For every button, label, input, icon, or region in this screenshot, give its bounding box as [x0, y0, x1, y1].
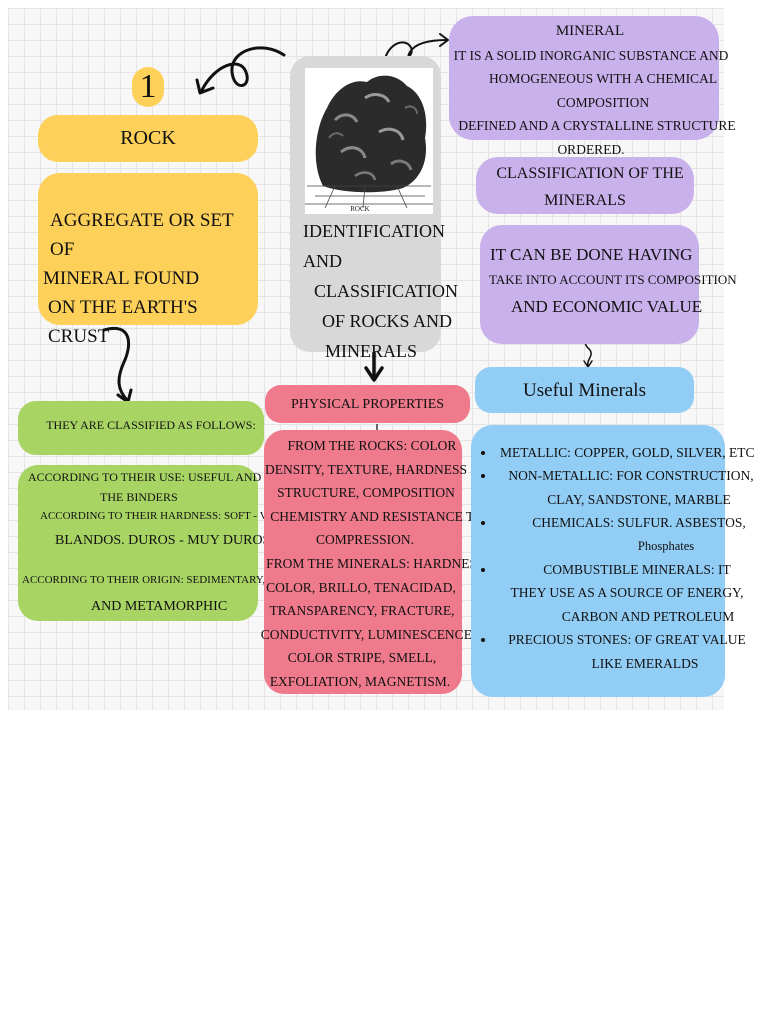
number-badge-text: 1 [139, 68, 157, 105]
arrow-center-to-mineral [383, 33, 449, 67]
useful-mineral-item: COMBUSTIBLE MINERALS: IT THEY USE AS A S… [496, 558, 754, 628]
arrow-center-to-physical [364, 348, 384, 382]
mineral-definition-text: MINERAL IT IS A SOLID INORGANIC SUBSTANC… [448, 20, 758, 161]
center-title-line: IDENTIFICATION AND [303, 221, 445, 271]
rock-class-line: ACCORDING TO THEIR USE: USEFUL AND STERI… [28, 470, 313, 484]
physical-line: EXFOLIATION, MAGNETISM. [269, 673, 451, 689]
physical-line: COLOR STRIPE, SMELL, [287, 650, 437, 666]
center-title-line: CLASSIFICATION [314, 281, 459, 301]
useful-minerals-box [471, 425, 725, 697]
rock-title: ROCK [120, 127, 176, 149]
mineral-classification-title-line: MINERALS [544, 192, 626, 209]
rock-image-caption: ROCK [350, 205, 370, 213]
physical-line: FROM THE MINERALS: HARDNESS, [266, 555, 488, 571]
useful-mineral-line: LIKE EMERALDS [591, 655, 699, 671]
physical-line: CHEMISTRY AND RESISTANCE TO [270, 508, 484, 524]
useful-mineral-line: PRECIOUS STONES: OF GREAT VALUE [508, 632, 746, 648]
physical-line: FROM THE ROCKS: COLOR [287, 438, 457, 453]
mineral-title: MINERAL [555, 23, 625, 39]
useful-mineral-line: CARBON AND PETROLEUM [561, 608, 735, 624]
mineral-definition-line: ORDERED. [557, 141, 625, 157]
useful-mineral-line: THEY USE AS A SOURCE OF ENERGY, [510, 585, 744, 601]
useful-mineral-line: METALLIC: COPPER, GOLD, SILVER, ETC [500, 445, 755, 460]
mineral-classification-text: IT CAN BE DONE HAVING TAKE INTO ACCOUNT … [486, 242, 746, 322]
rock-classified-header-text: THEY ARE CLASSIFIED AS FOLLOWS: [46, 418, 256, 432]
rock-definition-line: ON THE EARTH'S CRUST [48, 297, 198, 347]
center-title-line: OF ROCKS AND [322, 311, 453, 331]
physical-line: CONDUCTIVITY, LUMINESCENCE, [260, 626, 476, 642]
mineral-definition-line: DEFINED AND A CRYSTALLINE STRUCTURE [458, 118, 736, 133]
rock-class-line: THE BINDERS [100, 490, 178, 504]
useful-minerals-title-box: Useful Minerals [475, 367, 694, 413]
rock-definition-line: AGGREGATE OR SET OF [50, 210, 234, 260]
mineral-classification-line: AND ECONOMIC VALUE [511, 297, 703, 316]
center-title-line: MINERALS [325, 341, 418, 361]
mineral-classification-title-box: CLASSIFICATION OF THE MINERALS [476, 157, 694, 214]
useful-mineral-item: METALLIC: COPPER, GOLD, SILVER, ETC [496, 441, 755, 464]
mineral-classification-line: IT CAN BE DONE HAVING [490, 245, 693, 264]
arrow-center-to-rock [195, 46, 286, 95]
rock-illustration [305, 75, 433, 209]
mineral-classification-box [480, 225, 699, 344]
mineral-definition-line: IT IS A SOLID INORGANIC SUBSTANCE AND [453, 47, 729, 63]
physical-line: DENSITY, TEXTURE, HARDNESS [264, 461, 467, 477]
physical-properties-text: FROM THE ROCKS: COLOR DENSITY, TEXTURE, … [261, 434, 492, 694]
useful-minerals-items: METALLIC: COPPER, GOLD, SILVER, ETC NON-… [468, 441, 755, 675]
useful-minerals-list: METALLIC: COPPER, GOLD, SILVER, ETC NON-… [468, 441, 755, 675]
useful-mineral-line: NON-METALLIC: FOR CONSTRUCTION, [508, 468, 754, 484]
physical-line: COMPRESSION. [316, 532, 414, 548]
center-topic-title: IDENTIFICATION AND CLASSIFICATION OF ROC… [298, 216, 478, 366]
useful-mineral-item: PRECIOUS STONES: OF GREAT VALUE LIKE EME… [496, 628, 754, 675]
physical-properties-box [264, 430, 462, 694]
rock-title-box: ROCK [38, 115, 258, 162]
rock-class-line: ACCORDING TO THEIR ORIGIN: SEDIMENTARY, … [22, 574, 317, 586]
useful-mineral-line: Phosphates [637, 538, 695, 553]
number-badge: 1 [132, 67, 164, 107]
rock-classification-box [18, 465, 258, 621]
physical-line: STRUCTURE, COMPOSITION [277, 485, 455, 501]
physical-line: TRANSPARENCY, FRACTURE, [269, 603, 455, 619]
mineral-classification-line: TAKE INTO ACCOUNT ITS COMPOSITION [489, 272, 737, 287]
rock-class-line: BLANDOS. DUROS - MUY DUROS [55, 533, 271, 548]
mineral-definition-box [449, 16, 719, 140]
rock-class-line: AND METAMORPHIC [91, 599, 228, 614]
mineral-classification-title-line: CLASSIFICATION OF THE [496, 165, 684, 182]
useful-mineral-item: CHEMICALS: SULFUR. ASBESTOS, Phosphates [496, 511, 754, 558]
useful-mineral-item: NON-METALLIC: FOR CONSTRUCTION, CLAY, SA… [496, 464, 754, 511]
rock-image: ROCK [305, 68, 433, 214]
physical-properties-title-box: PHYSICAL PROPERTIES [265, 385, 470, 423]
physical-properties-title: PHYSICAL PROPERTIES [290, 397, 445, 412]
rock-classified-header: THEY ARE CLASSIFIED AS FOLLOWS: [18, 401, 264, 455]
physical-line: COLOR, BRILLO, TENACIDAD, [266, 579, 456, 595]
useful-mineral-line: COMBUSTIBLE MINERALS: IT [543, 562, 731, 578]
rock-class-line: ACCORDING TO THEIR HARDNESS: SOFT - VERY [40, 510, 289, 522]
useful-minerals-title: Useful Minerals [523, 380, 646, 401]
useful-mineral-line: CLAY, SANDSTONE, MARBLE [547, 491, 731, 507]
rock-definition-line: MINERAL FOUND [43, 268, 200, 289]
useful-mineral-line: CHEMICALS: SULFUR. ASBESTOS, [532, 515, 746, 531]
rock-definition-box: AGGREGATE OR SET OF MINERAL FOUND ON THE… [38, 173, 258, 347]
mineral-definition-line: HOMOGENEOUS WITH A CHEMICAL COMPOSITION [488, 71, 718, 110]
